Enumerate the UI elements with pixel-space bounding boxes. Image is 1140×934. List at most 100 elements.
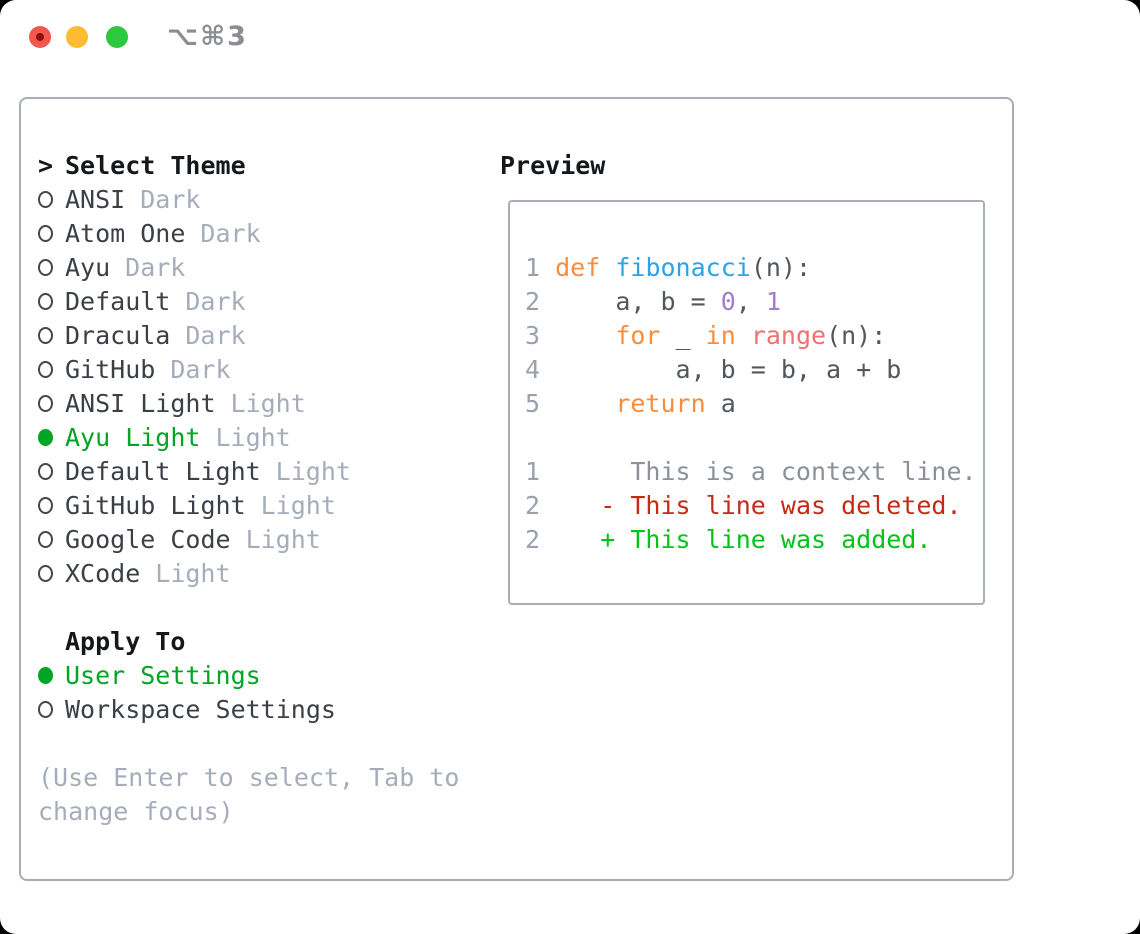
- code-token-fn: fibonacci: [615, 253, 751, 282]
- apply-to-option[interactable]: User Settings: [38, 658, 459, 692]
- radio-unselected-icon: [38, 700, 53, 718]
- code-token-plain: [736, 321, 751, 350]
- apply-to-header: Apply To: [65, 626, 186, 656]
- code-token-num: 2: [525, 491, 541, 520]
- code-token-add: + This line was added.: [600, 525, 932, 554]
- theme-name: Ayu Light: [65, 422, 201, 452]
- theme-name: Google Code: [65, 524, 231, 554]
- help-text-line-2: change focus): [38, 796, 234, 826]
- code-token-kw: return: [615, 389, 706, 418]
- help-text-line-1: (Use Enter to select, Tab to: [38, 762, 460, 792]
- code-token-lit: 0: [720, 287, 736, 316]
- apply-to-option-label: User Settings: [65, 660, 261, 690]
- code-token-plain: _: [660, 321, 706, 350]
- code-token-num: 2: [525, 525, 541, 554]
- code-line: 2 + This line was added.: [525, 523, 979, 557]
- theme-variant-tag: Light: [230, 388, 306, 418]
- theme-variant-tag: Dark: [185, 286, 246, 316]
- zoom-button[interactable]: [106, 26, 128, 48]
- radio-unselected-icon: [38, 564, 53, 582]
- radio-unselected-icon: [38, 496, 53, 514]
- theme-list-item[interactable]: Ayu Dark: [38, 250, 459, 284]
- code-token-plain: [540, 321, 615, 350]
- code-line: 1 def fibonacci(n):: [525, 251, 979, 285]
- radio-unselected-icon: [38, 292, 53, 310]
- code-token-plain: (n):: [826, 321, 887, 350]
- close-button[interactable]: [29, 26, 51, 48]
- radio-unselected-icon: [38, 394, 53, 412]
- titlebar: ⌥⌘3: [0, 0, 1140, 74]
- code-token-num: 2: [525, 287, 541, 316]
- main-panel: [19, 97, 1014, 881]
- code-token-lit: 1: [765, 287, 781, 316]
- code-token-num: 1: [525, 457, 541, 486]
- radio-selected-icon: [38, 428, 53, 446]
- theme-variant-tag: Light: [275, 456, 351, 486]
- code-token-plain: a, b =: [540, 287, 721, 316]
- code-token-num: 1: [525, 253, 541, 282]
- theme-variant-tag: Light: [260, 490, 336, 520]
- prompt-cursor-icon: >: [38, 150, 54, 180]
- code-token-call: range: [750, 321, 827, 350]
- theme-list-header: Select Theme: [65, 150, 246, 180]
- radio-unselected-icon: [38, 190, 53, 208]
- theme-name: GitHub Light: [65, 490, 246, 520]
- theme-list-item[interactable]: ANSI Light Light: [38, 386, 459, 420]
- code-token-plain: [540, 389, 615, 418]
- theme-variant-tag: Dark: [185, 320, 246, 350]
- theme-list-item[interactable]: Default Light Light: [38, 454, 459, 488]
- theme-name: ANSI Light: [65, 388, 216, 418]
- spacer: [38, 590, 459, 624]
- theme-variant-tag: Dark: [125, 252, 186, 282]
- code-line: 3 for _ in range(n):: [525, 319, 979, 353]
- code-token-del: - This line was deleted.: [600, 491, 962, 520]
- theme-name: Atom One: [65, 218, 186, 248]
- radio-selected-icon: [38, 666, 53, 684]
- code-token-plain: ,: [735, 287, 766, 316]
- window-shortcut-label: ⌥⌘3: [167, 21, 248, 52]
- radio-unselected-icon: [38, 462, 53, 480]
- radio-unselected-icon: [38, 530, 53, 548]
- code-token-num: 4: [525, 355, 541, 384]
- code-token-kw: for: [615, 321, 661, 350]
- radio-unselected-icon: [38, 224, 53, 242]
- minimize-button[interactable]: [66, 26, 88, 48]
- code-token-kw: def: [555, 253, 601, 282]
- code-token-num: 3: [525, 321, 541, 350]
- theme-name: ANSI: [65, 184, 126, 214]
- code-token-plain: [540, 253, 555, 282]
- theme-name: XCode: [65, 558, 141, 588]
- theme-name: Ayu: [65, 252, 111, 282]
- code-token-plain: [540, 525, 600, 554]
- code-token-plain: a: [705, 389, 736, 418]
- theme-list-item[interactable]: ANSI Dark: [38, 182, 459, 216]
- theme-name: Default Light: [65, 456, 261, 486]
- theme-list-header-row: > Select Theme: [38, 148, 459, 182]
- code-line: 2 - This line was deleted.: [525, 489, 979, 523]
- apply-to-header-row: Apply To: [38, 624, 459, 658]
- theme-list-item[interactable]: GitHub Light Light: [38, 488, 459, 522]
- theme-variant-tag: Dark: [140, 184, 201, 214]
- code-line: 5 return a: [525, 387, 979, 421]
- code-token-plain: (n):: [750, 253, 812, 282]
- code-line: 2 a, b = 0, 1: [525, 285, 979, 319]
- theme-variant-tag: Dark: [170, 354, 231, 384]
- radio-unselected-icon: [38, 258, 53, 276]
- preview-header: Preview: [500, 150, 606, 180]
- radio-unselected-icon: [38, 326, 53, 344]
- code-token-kw: in: [705, 321, 736, 350]
- code-token-plain: [600, 253, 615, 282]
- apply-to-option[interactable]: Workspace Settings: [38, 692, 459, 726]
